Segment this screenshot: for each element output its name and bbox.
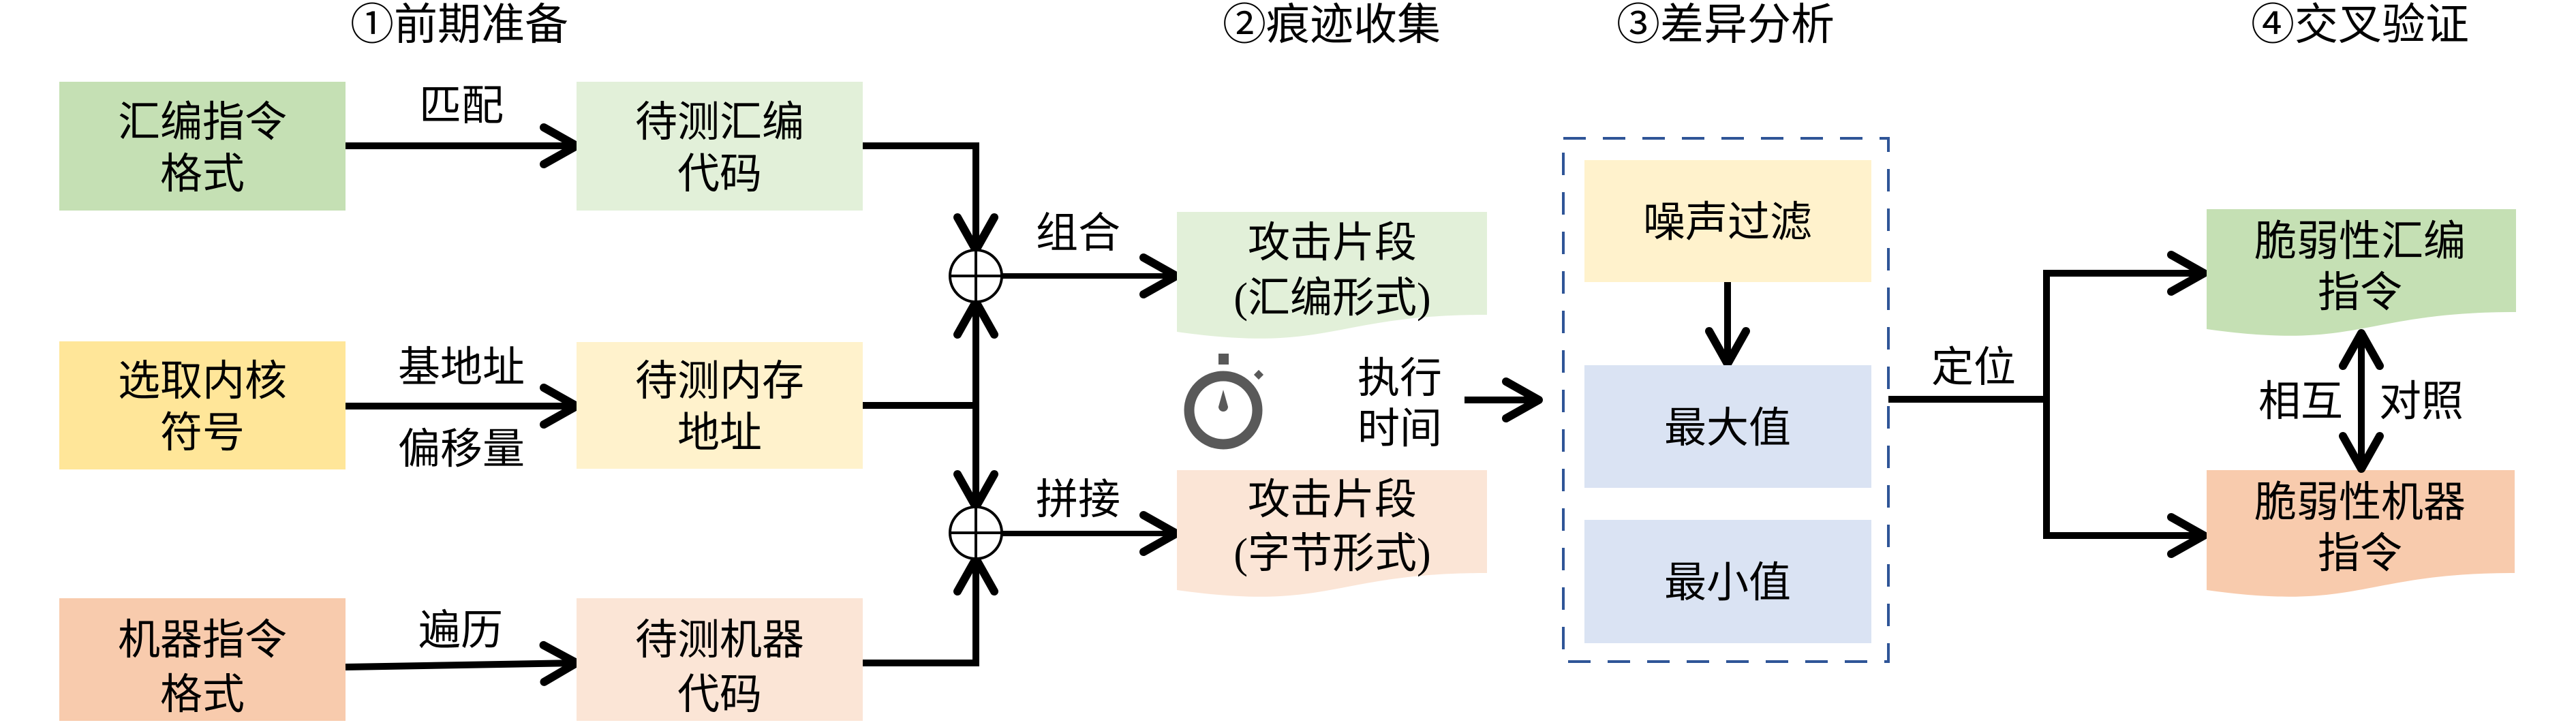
stage-title-analysis: ③差异分析 bbox=[1616, 1, 1835, 49]
edge-label-compare: 对照 bbox=[2379, 379, 2464, 425]
output-label: 脆弱性机器 bbox=[2254, 480, 2466, 526]
edge-label-match: 匹配 bbox=[419, 83, 504, 129]
edge-label-combine: 组合 bbox=[1036, 211, 1120, 257]
step-label: 最小值 bbox=[1664, 560, 1791, 606]
source-box-asm-format: 汇编指令 格式 bbox=[59, 82, 346, 211]
stage-title-collect: ②痕迹收集 bbox=[1223, 1, 1441, 49]
edge-label-mutual: 相互 bbox=[2258, 379, 2343, 425]
step-min-value: 最小值 bbox=[1584, 520, 1871, 643]
step-noise-filter: 噪声过滤 bbox=[1584, 160, 1871, 282]
arrow-locate-asm bbox=[2043, 251, 2208, 403]
connector-asm-to-combine bbox=[863, 142, 998, 254]
source-box-kernel-symbol: 选取内核 符号 bbox=[59, 341, 346, 469]
edge-label-locate: 定位 bbox=[1931, 345, 2016, 391]
target-box-memory-address: 待测内存 地址 bbox=[577, 342, 863, 469]
connector-machine-to-concat bbox=[863, 555, 998, 666]
arrow-locate-machine bbox=[2043, 396, 2208, 558]
output-label: 脆弱性汇编 bbox=[2254, 219, 2466, 265]
analysis-group-border bbox=[1562, 137, 1890, 663]
edge-label-base-address: 基地址 bbox=[398, 345, 525, 391]
step-label: 噪声过滤 bbox=[1643, 200, 1812, 246]
output-label: 指令 bbox=[2318, 270, 2402, 316]
stage-title-prep: ①前期准备 bbox=[350, 1, 568, 49]
edge-label-concat: 拼接 bbox=[1036, 477, 1120, 523]
target-box-label: 待测机器 bbox=[635, 617, 804, 664]
fragment-label: 攻击片段 bbox=[1248, 477, 1417, 523]
target-box-label: 代码 bbox=[677, 672, 762, 718]
edge-label-traverse: 遍历 bbox=[418, 608, 503, 654]
step-label: 最大值 bbox=[1664, 405, 1791, 452]
source-box-label: 符号 bbox=[160, 410, 245, 457]
target-box-asm-code: 待测汇编 代码 bbox=[577, 82, 863, 211]
fragment-label: 攻击片段 bbox=[1248, 220, 1417, 266]
source-box-label: 格式 bbox=[160, 151, 245, 198]
fragment-asm-form: 攻击片段 (汇编形式) bbox=[1177, 212, 1487, 339]
fragment-label: (汇编形式) bbox=[1233, 275, 1430, 322]
output-label: 指令 bbox=[2318, 531, 2402, 577]
fragment-byte-form: 攻击片段 (字节形式) bbox=[1177, 470, 1487, 597]
stage-title-verify: ④交叉验证 bbox=[2251, 1, 2469, 49]
output-vulnerable-machine: 脆弱性机器 指令 bbox=[2207, 470, 2515, 597]
source-box-label: 机器指令 bbox=[118, 617, 287, 664]
stopwatch-icon bbox=[1184, 354, 1264, 450]
fragment-label: (字节形式) bbox=[1233, 531, 1430, 577]
exec-time-label: 执行 bbox=[1358, 356, 1442, 402]
output-vulnerable-asm: 脆弱性汇编 指令 bbox=[2207, 209, 2516, 336]
exec-time-label: 时间 bbox=[1358, 406, 1442, 452]
source-box-label: 汇编指令 bbox=[118, 99, 287, 146]
target-box-machine-code: 待测机器 代码 bbox=[577, 598, 863, 721]
source-box-machine-format: 机器指令 格式 bbox=[59, 598, 346, 721]
target-box-label: 待测内存 bbox=[635, 358, 804, 405]
target-box-label: 待测汇编 bbox=[635, 99, 804, 146]
arrow-traverse bbox=[345, 640, 581, 686]
source-box-label: 格式 bbox=[160, 672, 245, 718]
source-box-label: 选取内核 bbox=[118, 358, 287, 405]
target-box-label: 地址 bbox=[677, 410, 762, 457]
circle-plus-icon bbox=[949, 249, 1003, 303]
target-box-label: 代码 bbox=[677, 151, 762, 198]
step-max-value: 最大值 bbox=[1584, 365, 1871, 488]
circle-plus-icon bbox=[949, 506, 1003, 560]
edge-label-offset: 偏移量 bbox=[398, 427, 525, 473]
